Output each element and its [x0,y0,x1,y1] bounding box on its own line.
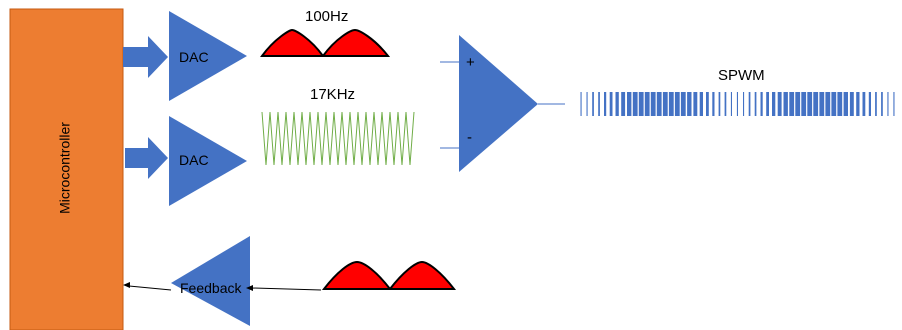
spwm-pulse [656,92,662,116]
spwm-pulse [813,92,819,116]
spwm-pulse [807,92,813,116]
spwm-pulse [887,92,889,116]
triangle-wave: 17KHz [261,86,415,166]
spwm-pulse [580,92,582,116]
spwm-pulse [693,92,698,116]
dac-bottom-label: DAC [179,152,209,168]
spwm-pulse [819,92,825,116]
feedback-output-arrow-line [128,285,172,291]
spwm-pulse [680,92,686,116]
microcontroller-box [9,8,124,330]
sine-hump-1 [260,28,325,57]
spwm-pulse [644,92,650,116]
spwm-pulse [862,92,866,116]
comparator-block: + - [440,35,565,172]
dac-bottom-block: DAC [169,116,247,206]
spwm-pulse [627,92,632,116]
spwm-pulse [668,92,674,116]
spwm-pulse [718,92,721,116]
spwm-pulse [795,92,801,116]
spwm-pulse [621,92,626,116]
block-arrow-to-bottom-dac-icon [125,137,168,179]
spwm-pulse [801,92,807,116]
sine-wave-top: 100Hz [260,8,391,57]
spwm-pulse [881,92,883,116]
block-arrow-to-top-dac-icon [123,36,168,78]
spwm-pulse [831,92,837,116]
spwm-pulse [604,92,607,116]
spwm-pulse [843,92,848,116]
spwm-pulse [724,92,727,116]
spwm-pulse [598,92,600,116]
feedback-triangle-icon [171,236,250,326]
spwm-pulse [772,92,776,116]
spwm-pulse [856,92,860,116]
spwm-pulse [615,92,619,116]
sine-hump-2 [321,28,391,57]
feedback-path: Feedback [123,236,457,326]
microcontroller-block: Microcontroller [9,8,124,330]
spwm-pulse [837,92,843,116]
dac-bottom-triangle-icon [169,116,247,206]
spwm-pulse [632,92,638,116]
dac-top-label: DAC [179,49,209,65]
spwm-pulse [777,92,782,116]
spwm-pulse [609,92,613,116]
microcontroller-label: Microcontroller [57,122,73,214]
feedback-input-arrow-line [251,287,322,291]
spwm-pulse [875,92,877,116]
spwm-pulse [638,92,644,116]
triangle-waveform [261,111,415,166]
spwm-pulse [743,92,745,116]
sine-frequency-label: 100Hz [305,8,348,25]
spwm-pulse [662,92,668,116]
feedback-sine-hump-2 [387,260,457,290]
spwm-pulse [783,92,788,116]
comparator-minus-label: - [467,129,472,146]
spwm-label: SPWM [718,67,765,84]
spwm-pulse [789,92,795,116]
spwm-pulse [712,92,715,116]
triangle-frequency-label: 17KHz [310,86,355,103]
spwm-pulse [674,92,680,116]
spwm-pulse [586,92,588,116]
spwm-pulse [868,92,871,116]
comparator-triangle-icon [459,35,538,172]
spwm-pulse [687,92,692,116]
spwm-pulse [754,92,757,116]
spwm-pulse [748,92,751,116]
spwm-pulse [760,92,763,116]
spwm-pulse [766,92,769,116]
spwm-pulse [650,92,656,116]
spwm-pulse-train [580,92,895,116]
spwm-pulse [706,92,709,116]
spwm-pulse [699,92,703,116]
spwm-pulse [592,92,594,116]
dac-top-block: DAC [169,11,247,101]
dac-top-triangle-icon [169,11,247,101]
spwm-pulse [893,92,895,116]
feedback-label: Feedback [180,280,242,296]
spwm-output: SPWM [580,67,895,116]
spwm-pulse [849,92,854,116]
feedback-output-arrowhead-icon [123,282,130,288]
feedback-input-arrowhead-icon [246,285,253,291]
feedback-sine-hump-1 [321,260,393,290]
spwm-pulse [825,92,831,116]
spwm-pulse [730,92,732,116]
spwm-pulse [736,92,738,116]
comparator-plus-label: + [466,54,475,71]
